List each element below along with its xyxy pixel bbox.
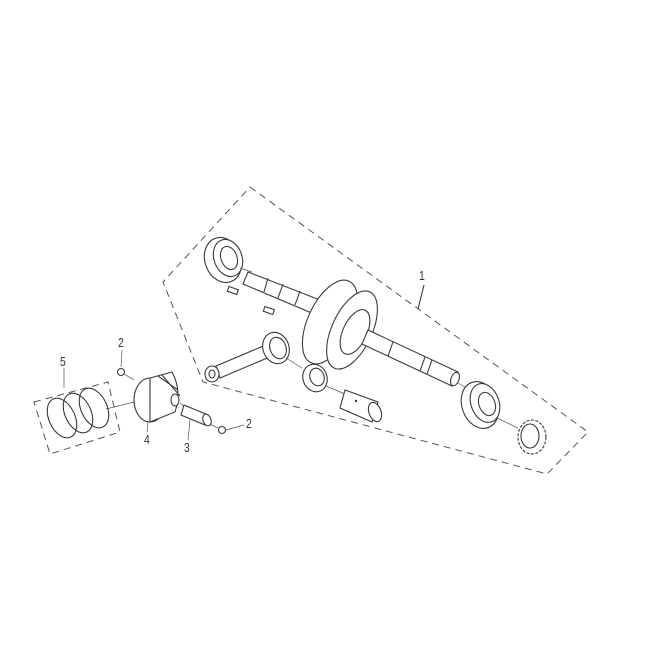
callout-5: 5 [60,354,66,369]
piston-rings-icon [46,387,110,439]
piston-pin-icon [180,404,212,427]
woodruff-key-icon [262,305,276,316]
drive-gear-icon [517,419,547,455]
left-bearing-icon [203,236,244,284]
callout-3: 3 [184,440,190,455]
crankshaft-icon [242,271,461,387]
callout-2-upper: 2 [118,335,124,350]
needle-bearing-icon [302,363,328,393]
callout-1-leader [417,284,425,310]
connecting-rod-icon [204,331,290,383]
woodruff-key-icon [226,285,240,296]
ring-set-group-outline [33,381,121,455]
crankshaft-group-outline [162,186,589,475]
piston-pin-clip-icon [217,425,227,435]
piston-icon [133,371,181,423]
piston-pin-clip-icon [116,367,126,377]
callout-4: 4 [144,432,150,447]
callout-2-lower: 2 [246,416,252,431]
crank-pin-icon [339,389,383,423]
right-bearing-icon [460,381,501,429]
callout-1: 1 [419,268,425,283]
